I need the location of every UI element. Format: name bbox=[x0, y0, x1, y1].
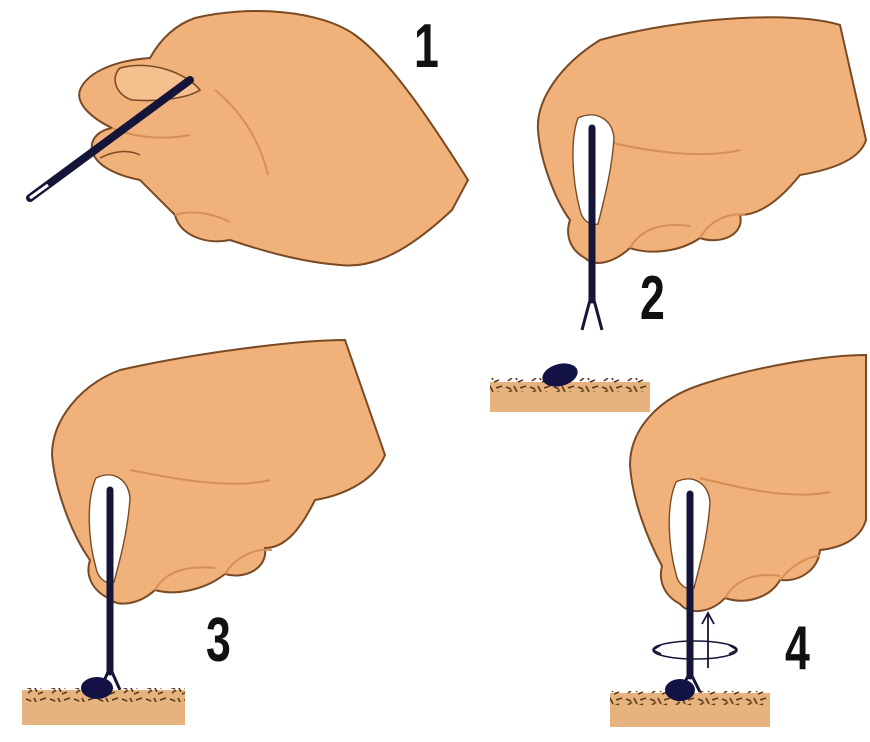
panel-1 bbox=[30, 11, 468, 265]
tick-4 bbox=[665, 679, 695, 701]
hand-1 bbox=[79, 11, 468, 265]
step-label-2: 2 bbox=[640, 268, 665, 330]
hand-4 bbox=[630, 355, 866, 611]
step-label-1: 1 bbox=[414, 16, 439, 78]
step-label-3: 3 bbox=[206, 610, 231, 672]
tick-3 bbox=[81, 677, 113, 699]
step-label-4: 4 bbox=[785, 618, 810, 680]
panel-3 bbox=[22, 340, 385, 725]
panel-2 bbox=[490, 17, 866, 412]
rotate-arrow-icon bbox=[653, 641, 737, 659]
